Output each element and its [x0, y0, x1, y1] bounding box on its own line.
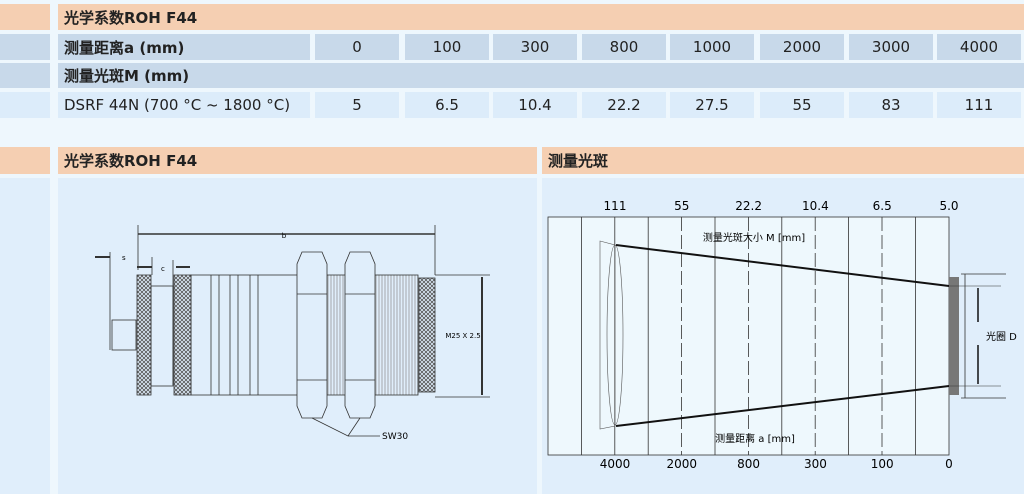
side-strip	[0, 34, 50, 60]
wrench-label: SW30	[382, 432, 408, 442]
top-tick: 5.0	[939, 199, 958, 213]
dim-c: c	[161, 265, 165, 273]
distance-cell: 3000	[849, 34, 933, 60]
spot-cell: 27.5	[670, 92, 754, 118]
left-panel-title: 光学系数ROH F44	[58, 147, 537, 174]
bottom-tick: 4000	[600, 457, 631, 471]
model-label: DSRF 44N (700 °C ~ 1800 °C)	[58, 92, 310, 118]
spot-cell: 10.4	[493, 92, 577, 118]
dim-b: b	[282, 232, 287, 240]
side-strip	[0, 147, 50, 174]
side-strip	[0, 4, 50, 30]
thread-label: M25 X 2.5	[445, 332, 480, 340]
spot-cell: 55	[760, 92, 844, 118]
table-title: 光学系数ROH F44	[58, 4, 1024, 30]
top-tick: 111	[604, 199, 627, 213]
bottom-tick: 800	[737, 457, 760, 471]
distance-axis-label: 测量距离 a [mm]	[715, 432, 795, 445]
top-tick: 22.2	[735, 199, 762, 213]
top-tick: 6.5	[873, 199, 892, 213]
distance-cell: 300	[493, 34, 577, 60]
distance-cell: 1000	[670, 34, 754, 60]
spot-cell: 83	[849, 92, 933, 118]
right-panel-title: 测量光斑	[542, 147, 1024, 174]
spot-label: 测量光斑M (mm)	[58, 63, 1024, 88]
spot-cell: 5	[315, 92, 399, 118]
top-tick: 55	[674, 199, 689, 213]
distance-cell: 4000	[937, 34, 1021, 60]
distance-cell: 100	[405, 34, 489, 60]
bottom-tick: 100	[871, 457, 894, 471]
spot-size-label: 测量光斑大小 M [mm]	[703, 231, 805, 244]
spot-cell: 22.2	[582, 92, 666, 118]
dim-s: s	[122, 254, 126, 262]
side-strip	[0, 92, 50, 118]
spot-cell: 6.5	[405, 92, 489, 118]
distance-cell: 0	[315, 34, 399, 60]
bottom-tick: 2000	[667, 457, 698, 471]
distance-cell: 800	[582, 34, 666, 60]
spot-cell: 111	[937, 92, 1021, 118]
sensor-drawing: b s c M25 X 2.5 SW30	[95, 225, 490, 442]
side-strip	[0, 63, 50, 88]
spot-diagram: 光圈 D 测量光斑大小 M [mm] 测量距离 a [mm] 111 4000 55…	[547, 199, 1017, 471]
distance-cell: 2000	[760, 34, 844, 60]
side-strip	[0, 178, 50, 494]
bottom-tick: 0	[945, 457, 953, 471]
aperture-label: 光圈 D	[986, 330, 1017, 343]
distance-label: 测量距离a (mm)	[58, 34, 310, 60]
bottom-tick: 300	[804, 457, 827, 471]
top-tick: 10.4	[802, 199, 829, 213]
